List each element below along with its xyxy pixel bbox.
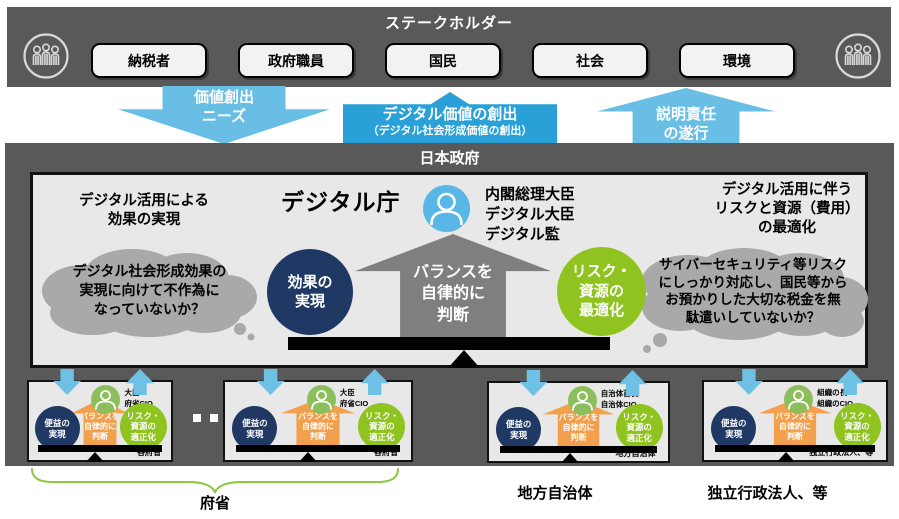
- person-icon: [423, 185, 470, 232]
- balance-fulcrum: [299, 452, 318, 462]
- stakeholder-society: 社会: [532, 43, 648, 78]
- effect-circle: 効果の 実現: [267, 249, 353, 335]
- digital-agency-panel: デジタル庁 デジタル活用による 効果の実現 デジタル活用に伴う リスクと資源（費…: [30, 172, 868, 368]
- balance-fulcrum: [776, 452, 795, 462]
- stakeholder-gov-employee: 政府職員: [238, 43, 354, 78]
- accountability-up-arrow: 説明責任 の遂行: [597, 88, 775, 144]
- stakeholder-environment: 環境: [679, 43, 795, 78]
- down-arrow-icon: [734, 369, 763, 395]
- risk-circle: リスク・ 資源の 適正化: [119, 403, 167, 450]
- unit-footer-label: 地方自治体: [615, 449, 656, 458]
- digital-value-up-arrow: デジタル価値の創出 （デジタル社会形成価値の創出）: [343, 92, 557, 143]
- risk-circle: リスク・ 資源の 適正化: [833, 403, 881, 450]
- unit-footer-label: 各府省: [373, 448, 398, 457]
- unit-footer-label: 各府省: [137, 448, 162, 457]
- balance-arrow: バランスを 自律的に 判断: [355, 234, 551, 337]
- person-icon: [784, 385, 814, 414]
- people-group-icon: [22, 32, 70, 85]
- ministries-brace: [28, 466, 404, 499]
- down-arrow-icon: [256, 369, 285, 395]
- digital-agency-title: デジタル庁: [281, 189, 401, 215]
- balance-beam: [714, 445, 876, 452]
- stakeholder-bar: ステークホルダー 納税者: [7, 7, 891, 87]
- people-group-icon: [834, 32, 882, 85]
- benefit-circle: 便益の 実現: [711, 406, 757, 451]
- balance-fulcrum: [85, 452, 104, 462]
- benefit-circle: 便益の 実現: [496, 407, 542, 452]
- down-arrow-icon: [53, 369, 82, 395]
- right-cloud-text: サイバーセキュリティ等リスク にしっかり対応し、国民等から お預かりした大切な税…: [658, 257, 848, 325]
- balance-fulcrum: [448, 350, 480, 368]
- org-unit-local-gov: 自治体首長 自治体CIO 便益の 実現 バランスを 自律的に 判断 リスク・ 資…: [487, 370, 670, 463]
- stakeholder-citizen: 国民: [385, 43, 501, 78]
- unit-footer-label: 独立行政法人、等: [809, 448, 874, 457]
- risk-heading: デジタル活用に伴う リスクと資源（費用） の最適化: [714, 182, 860, 236]
- unit-head-label: 組織の長 組織のCIO: [817, 388, 853, 408]
- japan-government-title: 日本政府: [419, 150, 480, 167]
- balance-beam: [236, 445, 400, 452]
- balance-fulcrum: [560, 453, 579, 463]
- left-thought-cloud: デジタル社会形成効果の 実現に向けて不作為に なっていないか？: [37, 239, 262, 341]
- benefit-circle: 便益の 実現: [34, 406, 80, 451]
- org-unit-agency: 組織の長 組織のCIO 便益の 実現 バランスを 自律的に 判断 リスク・ 資源…: [702, 369, 888, 462]
- effect-heading: デジタル活用による 効果の実現: [79, 193, 209, 228]
- risk-circle: リスク・ 資源の 適正化: [615, 404, 663, 451]
- org-unit-ministry-2: 大臣 府省CIO 便益の 実現 バランスを 自律的に 判断 リスク・ 資源の 適…: [223, 369, 413, 462]
- benefit-circle: 便益の 実現: [232, 406, 278, 451]
- risk-circle: リスク・ 資源の 適正化: [358, 403, 406, 450]
- person-icon: [306, 385, 336, 414]
- person-icon: [91, 385, 121, 414]
- digital-value-sub-label: （デジタル社会形成価値の創出）: [367, 125, 533, 137]
- down-arrow-icon: [519, 370, 548, 396]
- stakeholder-items: 納税者 政府職員 国民 社会 環境: [91, 43, 795, 78]
- stakeholder-title: ステークホルダー: [384, 15, 513, 32]
- ministries-label: 府省: [199, 495, 230, 512]
- risk-circle: リスク・ 資源の 最適化: [557, 247, 646, 336]
- balance-beam: [288, 337, 610, 350]
- unit-head-label: 大臣 府省CIO: [339, 388, 369, 408]
- digital-value-main-label: デジタル価値の創出: [382, 106, 518, 124]
- unit-head-label: 自治体首長 自治体CIO: [600, 389, 639, 409]
- stakeholder-taxpayer: 納税者: [91, 43, 207, 78]
- leaders-label: 内閣総理大臣 デジタル大臣 デジタル監: [485, 186, 576, 243]
- japan-government-panel: 日本政府 デジタル庁 デジタル活用による 効果の実現 デジタル活用に伴う リスク…: [5, 143, 894, 466]
- local-gov-label: 地方自治体: [517, 485, 593, 502]
- agencies-label: 独立行政法人、等: [707, 485, 828, 502]
- balance-beam: [37, 445, 163, 452]
- balance-beam: [499, 446, 658, 453]
- left-cloud-text: デジタル社会形成効果の 実現に向けて不作為に なっていないか？: [72, 263, 227, 317]
- right-thought-cloud: サイバーセキュリティ等リスク にしっかり対応し、国民等から お預かりした大切な税…: [636, 241, 870, 355]
- value-needs-down-arrow: 価値創出 ニーズ: [118, 86, 330, 144]
- person-icon: [567, 386, 597, 415]
- org-unit-ministry-1: 大臣 府省CIO 便益の 実現 バランスを 自律的に 判断 リスク・ 資源の 適…: [27, 369, 173, 462]
